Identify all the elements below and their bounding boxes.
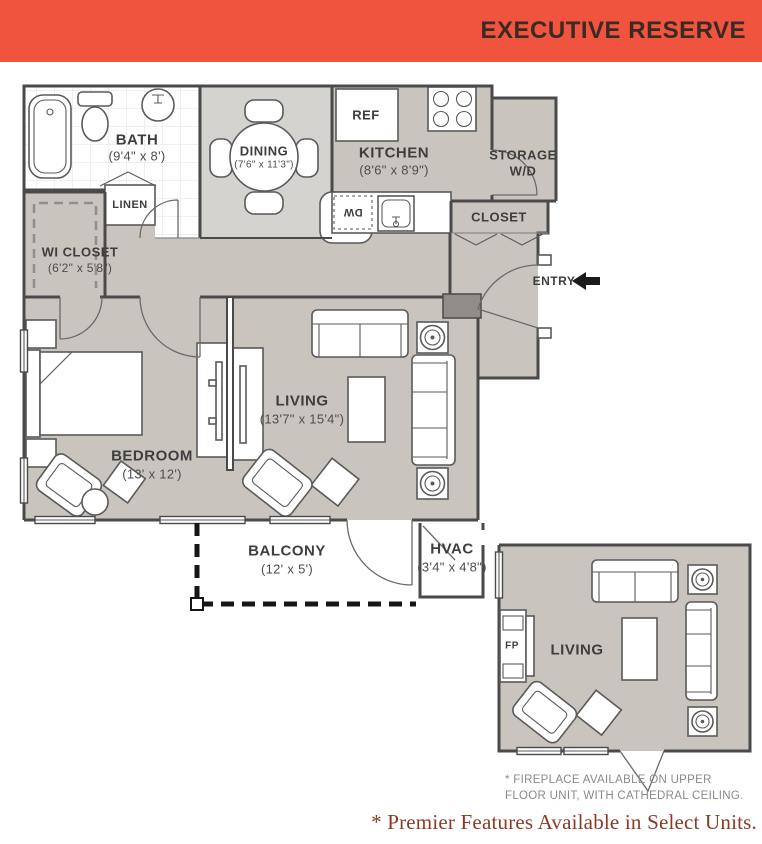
wi-closet-label: WI CLOSET bbox=[41, 244, 119, 260]
storage-label: STORAGE bbox=[489, 147, 557, 163]
wi-closet-dims: (6'2" x 5'8") bbox=[47, 261, 113, 275]
upper-living-label: LIVING bbox=[550, 641, 604, 659]
sofa bbox=[411, 354, 456, 466]
upper-coffee-table bbox=[621, 617, 658, 681]
bedroom-furniture bbox=[25, 319, 228, 517]
balcony-door bbox=[346, 519, 413, 586]
kitchen-dims: (8'6" x 8'9") bbox=[359, 162, 429, 178]
wall-column bbox=[442, 293, 482, 319]
armchair bbox=[242, 448, 313, 517]
balcony-label: BALCONY bbox=[248, 542, 326, 560]
refrigerator-box bbox=[335, 88, 399, 142]
living-furniture bbox=[232, 309, 456, 517]
refrigerator-label: REF bbox=[352, 107, 380, 123]
bath-door bbox=[139, 199, 179, 239]
bath-fixtures bbox=[28, 88, 175, 179]
dining-table bbox=[229, 122, 299, 192]
upper-sofa bbox=[685, 601, 718, 701]
kitchen-sink bbox=[377, 195, 415, 232]
bath-sink bbox=[141, 88, 175, 122]
header-bar: EXECUTIVE RESERVE bbox=[0, 0, 762, 62]
balcony-dims: (12' x 5') bbox=[260, 561, 314, 577]
hvac-dims: (3'4" x 4'8") bbox=[417, 559, 487, 575]
door-swings bbox=[59, 149, 539, 586]
upper-entry-door bbox=[619, 750, 665, 793]
storage-wd-label: W/D bbox=[509, 163, 537, 179]
fireplace-label: FP bbox=[505, 640, 519, 652]
bedroom-living-wall bbox=[226, 296, 234, 471]
storage-door bbox=[491, 149, 538, 196]
ottoman bbox=[310, 457, 360, 508]
fireplace-footnote: * FIREPLACE AVAILABLE ON UPPER FLOOR UNI… bbox=[505, 772, 744, 804]
plan-title: EXECUTIVE RESERVE bbox=[480, 17, 746, 44]
bed bbox=[39, 351, 143, 436]
footnote-line-1: * FIREPLACE AVAILABLE ON UPPER bbox=[505, 774, 712, 786]
hvac-label: HVAC bbox=[430, 540, 474, 558]
living-media-console bbox=[232, 347, 264, 461]
closet-bifold-doors bbox=[454, 233, 544, 246]
upper-ottoman bbox=[575, 689, 623, 737]
bath-label: BATH bbox=[115, 131, 159, 149]
dishwasher-box bbox=[333, 195, 373, 230]
dining-chair bbox=[244, 191, 284, 215]
ottoman bbox=[102, 459, 147, 505]
dining-chair bbox=[209, 138, 233, 178]
windows bbox=[19, 329, 331, 525]
entry-door bbox=[477, 264, 539, 329]
upper-chair-group bbox=[512, 680, 623, 744]
bathtub bbox=[28, 94, 72, 179]
dining-dims: (7'6" x 11'3") bbox=[234, 159, 294, 171]
dishwasher-label: DW bbox=[343, 206, 363, 218]
living-dims: (13'7" x 15'4") bbox=[259, 411, 345, 427]
linen-closet bbox=[99, 171, 157, 226]
hvac-closet bbox=[418, 523, 485, 599]
fireplace-hearth bbox=[525, 615, 535, 677]
coffee-table bbox=[347, 376, 386, 443]
entry-label: ENTRY bbox=[532, 274, 576, 288]
bath-dims: (9'4" x 8') bbox=[108, 148, 166, 164]
dining-chair bbox=[244, 99, 284, 123]
kitchen-label: KITCHEN bbox=[358, 144, 430, 162]
toilet-bowl bbox=[81, 106, 109, 142]
living-chair-group bbox=[242, 448, 360, 517]
bedroom-tv bbox=[215, 361, 223, 441]
linen-label: LINEN bbox=[112, 199, 148, 211]
bedroom-dims: (13' x 12') bbox=[122, 466, 182, 482]
balcony bbox=[190, 523, 416, 611]
dining-set bbox=[209, 99, 319, 215]
footnote-line-2: FLOOR UNIT, WITH CATHEDRAL CEILING. bbox=[505, 790, 744, 802]
kitchen-fixtures bbox=[319, 86, 477, 244]
dining-label: DINING bbox=[239, 143, 289, 159]
bedroom-door bbox=[139, 296, 201, 358]
bedroom-label: BEDROOM bbox=[111, 447, 193, 465]
fireplace bbox=[499, 609, 527, 683]
round-side-table bbox=[81, 488, 109, 516]
upper-armchair bbox=[512, 680, 578, 744]
living-label: LIVING bbox=[275, 392, 329, 410]
upper-unit bbox=[494, 543, 752, 793]
wi-closet-door bbox=[59, 296, 103, 340]
stove bbox=[427, 86, 477, 132]
living-tv bbox=[239, 365, 247, 444]
closet-label: CLOSET bbox=[471, 209, 527, 225]
nightstand bbox=[25, 319, 57, 349]
entry-arrow-icon bbox=[572, 272, 600, 290]
premier-features-note: * Premier Features Available in Select U… bbox=[371, 810, 757, 834]
dining-chair bbox=[295, 138, 319, 178]
toilet-tank bbox=[77, 91, 113, 107]
